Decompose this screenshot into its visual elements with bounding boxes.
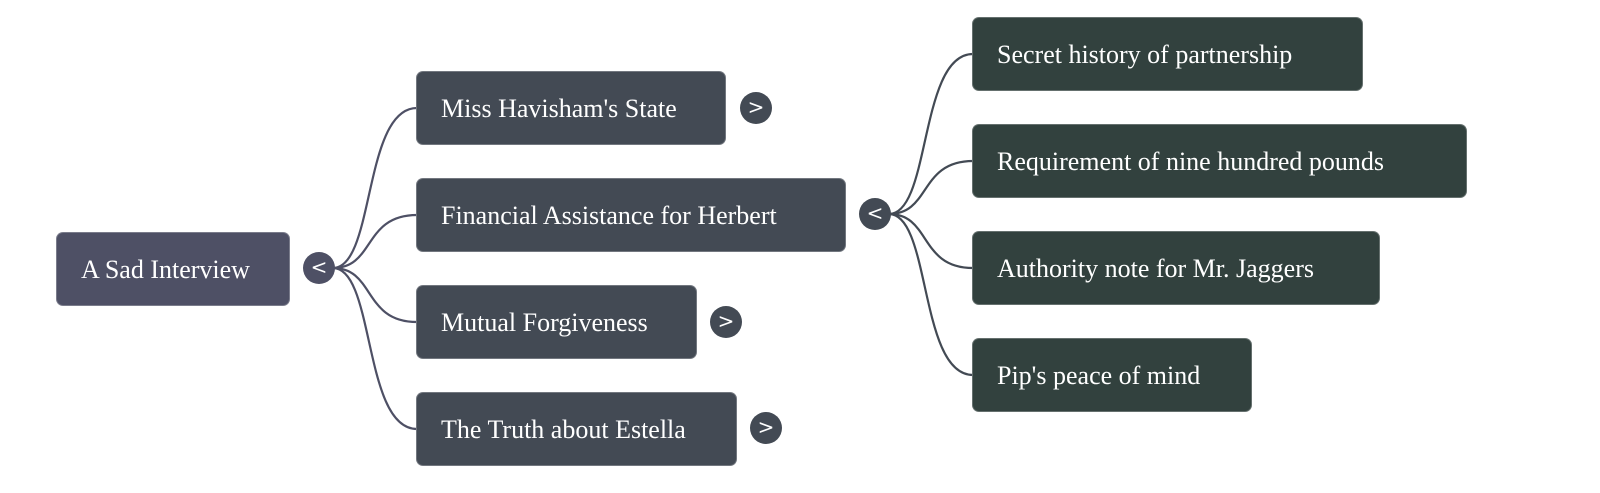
subtopic-node-authority-note[interactable]: Authority note for Mr. Jaggers	[972, 231, 1380, 305]
collapse-toggle-financial-assistance[interactable]: <	[859, 198, 891, 230]
link-root-to-miss-havishams-state	[332, 106, 418, 270]
subtopic-label: Pip's peace of mind	[997, 361, 1201, 390]
chevron-right-icon: >	[757, 415, 775, 439]
chevron-right-icon: >	[747, 95, 765, 119]
topic-node-mutual-forgiveness[interactable]: Mutual Forgiveness	[416, 285, 697, 359]
root-node[interactable]: A Sad Interview	[56, 232, 290, 306]
link-financial-to-peace-of-mind	[888, 212, 974, 377]
subtopic-label: Requirement of nine hundred pounds	[997, 147, 1385, 176]
topic-node-truth-about-estella[interactable]: The Truth about Estella	[416, 392, 737, 466]
root-collapse-toggle[interactable]: <	[303, 252, 335, 284]
subtopic-node-secret-history[interactable]: Secret history of partnership	[972, 17, 1363, 91]
topic-label: Miss Havisham's State	[441, 94, 677, 123]
chevron-left-icon: <	[866, 201, 884, 225]
topic-node-financial-assistance[interactable]: Financial Assistance for Herbert	[416, 178, 846, 252]
link-financial-to-authority-note	[888, 212, 974, 270]
expand-toggle-mutual-forgiveness[interactable]: >	[710, 306, 742, 338]
link-root-to-truth-about-estella	[332, 266, 418, 431]
root-node-label: A Sad Interview	[81, 255, 250, 284]
expand-toggle-miss-havishams-state[interactable]: >	[740, 92, 772, 124]
topic-label: The Truth about Estella	[441, 415, 686, 444]
subtopic-label: Secret history of partnership	[997, 40, 1293, 69]
chevron-left-icon: <	[310, 255, 328, 279]
topic-label: Mutual Forgiveness	[441, 308, 648, 337]
topic-label: Financial Assistance for Herbert	[441, 201, 777, 230]
expand-toggle-truth-about-estella[interactable]: >	[750, 412, 782, 444]
subtopic-label: Authority note for Mr. Jaggers	[997, 254, 1315, 283]
chevron-right-icon: >	[717, 309, 735, 333]
topic-node-miss-havishams-state[interactable]: Miss Havisham's State	[416, 71, 726, 145]
link-financial-to-nine-hundred-pounds	[888, 159, 974, 216]
subtopic-node-peace-of-mind[interactable]: Pip's peace of mind	[972, 338, 1252, 412]
link-root-to-mutual-forgiveness	[332, 266, 418, 324]
link-root-to-financial-assistance	[332, 213, 418, 270]
subtopic-node-nine-hundred-pounds[interactable]: Requirement of nine hundred pounds	[972, 124, 1467, 198]
link-financial-to-secret-history	[888, 52, 974, 216]
